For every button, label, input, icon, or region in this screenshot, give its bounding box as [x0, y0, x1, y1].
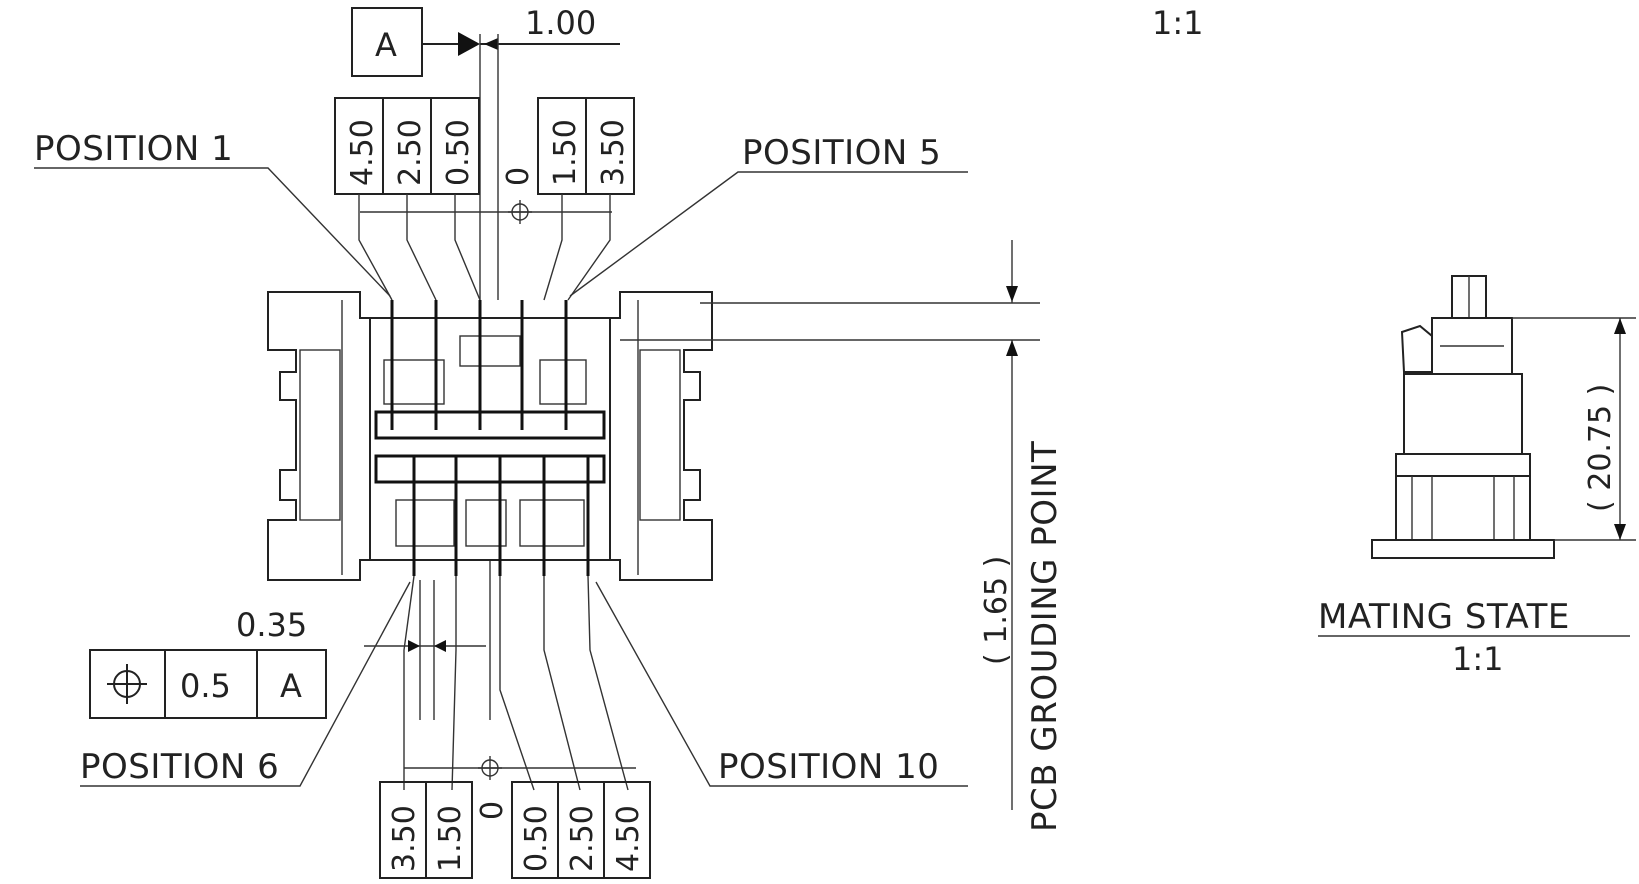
datum-triangle [458, 32, 480, 56]
dim-height: ( 20.75 ) [1583, 384, 1618, 512]
connector-body [267, 291, 713, 581]
dim-grounding-1-65: ( 1.65 ) [979, 556, 1014, 665]
fcf-tolerance: 0.5 [180, 667, 231, 705]
dim-top-offset: 1.00 [525, 4, 596, 42]
mating-state-title: MATING STATE [1318, 597, 1570, 637]
top-dim-3: 0.50 [441, 119, 476, 186]
bottom-dimension-boxes: 3.50 1.50 0 0.50 2.50 4.50 [379, 781, 651, 879]
bottom-dim-2: 1.50 [433, 805, 468, 872]
bottom-dim-1: 3.50 [387, 805, 422, 872]
label-position-1: POSITION 1 [34, 129, 233, 169]
bottom-dim-3: 0 [475, 801, 510, 820]
top-dim-5: 1.50 [548, 119, 583, 186]
bottom-dim-6: 4.50 [611, 805, 646, 872]
top-dim-1: 4.50 [345, 119, 380, 186]
mating-state-view [1371, 275, 1555, 559]
label-position-10: POSITION 10 [718, 747, 939, 787]
position-tolerance-icon [107, 664, 147, 704]
top-dimension-boxes: 4.50 2.50 0.50 0 1.50 3.50 [334, 97, 635, 195]
bottom-dim-5: 2.50 [565, 805, 600, 872]
dim-pin-width: 0.35 [236, 606, 307, 644]
bottom-dim-4: 0.50 [519, 805, 554, 872]
top-dim-2: 2.50 [393, 119, 428, 186]
fcf-datum: A [280, 667, 302, 705]
label-pcb-grounding-point: PCB GROUDING POINT [1025, 441, 1065, 832]
label-position-6: POSITION 6 [80, 747, 279, 787]
scale-label-top: 1:1 [1152, 4, 1204, 42]
mating-state-scale: 1:1 [1452, 640, 1504, 678]
datum-a-label: A [375, 26, 397, 64]
feature-control-frame: 0.5 A [89, 649, 327, 719]
top-dim-6: 3.50 [596, 119, 631, 186]
label-position-5: POSITION 5 [742, 133, 941, 173]
datum-a-box [351, 7, 423, 77]
top-dim-4: 0 [501, 167, 536, 186]
